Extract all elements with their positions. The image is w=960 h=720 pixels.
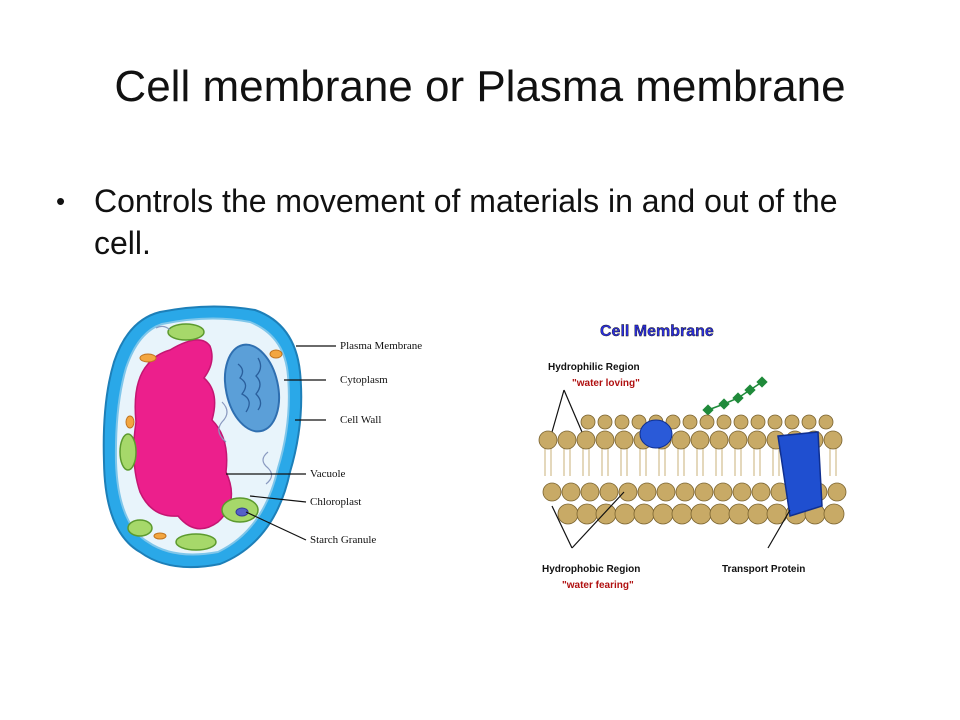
starch-granule-shape — [235, 507, 249, 517]
label-vacuole: Vacuole — [310, 468, 346, 480]
label-starch-granule: Starch Granule — [310, 534, 376, 546]
label-cell-wall: Cell Wall — [340, 414, 381, 426]
lipid-head — [690, 430, 710, 450]
nucleus-shape — [223, 343, 281, 433]
nucleus-texture — [237, 357, 262, 413]
lipid-head — [732, 482, 752, 502]
lipid-head — [675, 482, 695, 502]
lipid-head — [614, 414, 630, 430]
lipid-head — [709, 503, 731, 525]
lipid-head — [637, 482, 657, 502]
mitochondria-group — [125, 349, 283, 540]
lipid-head — [557, 430, 577, 450]
transport-protein-label: Transport Protein — [722, 564, 805, 575]
lipid-head — [823, 430, 843, 450]
bullet-item: • Controls the movement of materials in … — [56, 180, 876, 264]
lipid-head — [671, 503, 693, 525]
hydrophilic-leaders — [551, 389, 583, 433]
lipid-head — [728, 503, 750, 525]
lipid-head — [694, 482, 714, 502]
slide-title: Cell membrane or Plasma membrane — [114, 62, 846, 111]
lipid-head — [751, 482, 771, 502]
lipid-head — [576, 503, 598, 525]
cell-membrane-diagram: Cell Membrane Hydrophilic Region "water … — [538, 323, 847, 591]
lipid-head — [682, 414, 698, 430]
chloroplast-group — [119, 323, 259, 551]
lipid-head — [665, 414, 681, 430]
lipid-head — [633, 503, 655, 525]
lipid-head — [656, 482, 676, 502]
lipid-head — [747, 503, 769, 525]
lipid-head — [599, 482, 619, 502]
lipid-head — [709, 430, 729, 450]
lipid-head — [580, 414, 596, 430]
bullet-text: Controls the movement of materials in an… — [94, 183, 838, 261]
bullet-icon: • — [56, 186, 66, 216]
lipid-head — [631, 414, 647, 430]
lipid-head — [716, 414, 732, 430]
lipid-head — [690, 503, 712, 525]
lipid-head — [561, 482, 581, 502]
plant-cell-diagram: Plasma Membrane Cytoplasm Cell Wall Vacu… — [102, 305, 422, 569]
lipid-head — [818, 414, 834, 430]
lipid-head — [713, 482, 733, 502]
lipid-head — [699, 414, 715, 430]
lipid-head — [580, 482, 600, 502]
lipid-head — [747, 430, 767, 450]
lipid-head — [784, 414, 800, 430]
vacuole-shape — [133, 339, 233, 530]
transport-protein — [639, 419, 823, 517]
hydrophilic-sublabel: "water loving" — [572, 378, 640, 389]
lipid-head — [557, 503, 579, 525]
lipid-head — [827, 482, 847, 502]
lipid-head — [614, 430, 634, 450]
lipid-head — [576, 430, 596, 450]
er-strands — [155, 325, 273, 485]
lipid-head — [614, 503, 636, 525]
lipid-head — [597, 414, 613, 430]
bullet-list: • Controls the movement of materials in … — [56, 180, 876, 264]
lipid-head — [767, 414, 783, 430]
lipid-head — [801, 414, 817, 430]
lipid-head — [750, 414, 766, 430]
lipid-head — [733, 414, 749, 430]
lipid-head — [542, 482, 562, 502]
lipid-head — [728, 430, 748, 450]
lipid-head — [671, 430, 691, 450]
label-cytoplasm: Cytoplasm — [340, 374, 388, 386]
hydrophobic-sublabel: "water fearing" — [562, 580, 634, 591]
label-plasma-membrane: Plasma Membrane — [340, 340, 422, 352]
lipid-head — [595, 430, 615, 450]
lipid-head — [595, 503, 617, 525]
label-chloroplast: Chloroplast — [310, 496, 361, 508]
hydrophobic-leaders — [551, 491, 791, 549]
lipid-head — [652, 503, 674, 525]
lipid-head — [538, 430, 558, 450]
lipid-head — [618, 482, 638, 502]
hydrophobic-label: Hydrophobic Region — [542, 564, 640, 575]
lipid-head — [823, 503, 845, 525]
leader-lines — [226, 345, 336, 541]
hydrophilic-label: Hydrophilic Region — [548, 362, 640, 373]
sugar-chain — [702, 376, 768, 416]
membrane-title: Cell Membrane — [600, 323, 714, 340]
